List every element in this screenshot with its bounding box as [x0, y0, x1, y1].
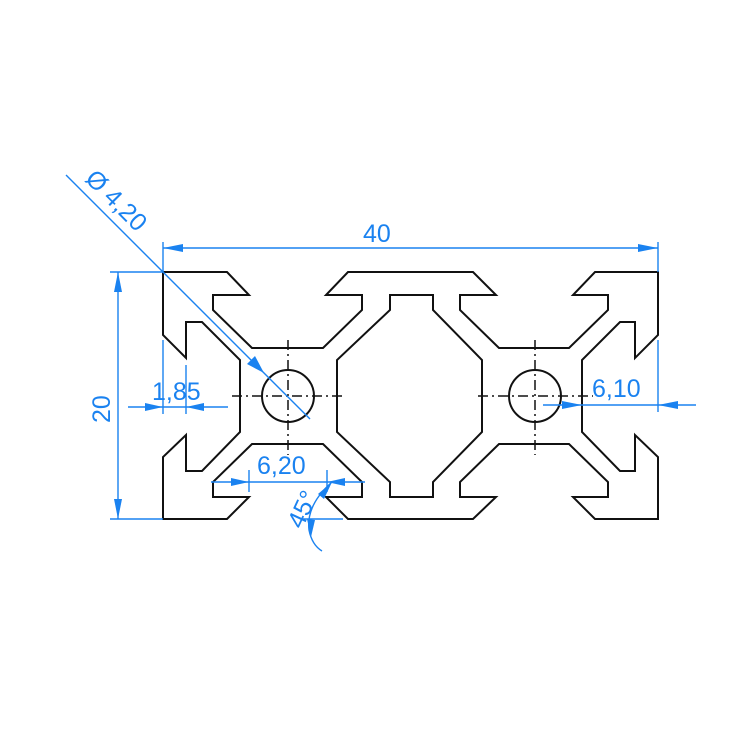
arrowhead — [327, 478, 345, 486]
width-label: 40 — [363, 220, 391, 248]
wall-thickness-label: 1,85 — [152, 378, 201, 406]
slot-width-dimension: 6,20 — [211, 452, 365, 492]
slot-angle-dimension: 45° — [282, 481, 343, 552]
slot-width-label: 6,20 — [257, 452, 306, 480]
center-lines — [232, 340, 593, 455]
diameter-label: 4,20 — [98, 183, 152, 237]
arrowhead — [247, 356, 264, 373]
slot-depth-dimension: 6,10 — [543, 340, 696, 412]
profile-outer-contour — [162, 271, 659, 520]
arrowhead — [186, 403, 204, 411]
height-dimension: 20 — [88, 271, 163, 520]
arrowhead — [114, 272, 122, 292]
arrowhead — [318, 482, 332, 499]
arrowhead — [307, 519, 315, 537]
arrowhead — [562, 401, 582, 409]
width-dimension: 40 — [162, 220, 659, 272]
arrowhead — [658, 401, 678, 409]
wall-thickness-dimension: 1,85 — [128, 340, 228, 414]
leader-line — [65, 174, 311, 420]
angle-arc — [308, 481, 333, 552]
arrowhead — [114, 499, 122, 519]
arrowhead — [638, 244, 658, 252]
arrowhead — [231, 478, 249, 486]
center-cavity — [336, 294, 483, 498]
slot-depth-label: 6,10 — [592, 375, 641, 403]
height-label: 20 — [88, 395, 116, 423]
arrowhead — [163, 244, 183, 252]
arrowhead — [145, 403, 163, 411]
slot-angle-label: 45° — [282, 486, 323, 532]
